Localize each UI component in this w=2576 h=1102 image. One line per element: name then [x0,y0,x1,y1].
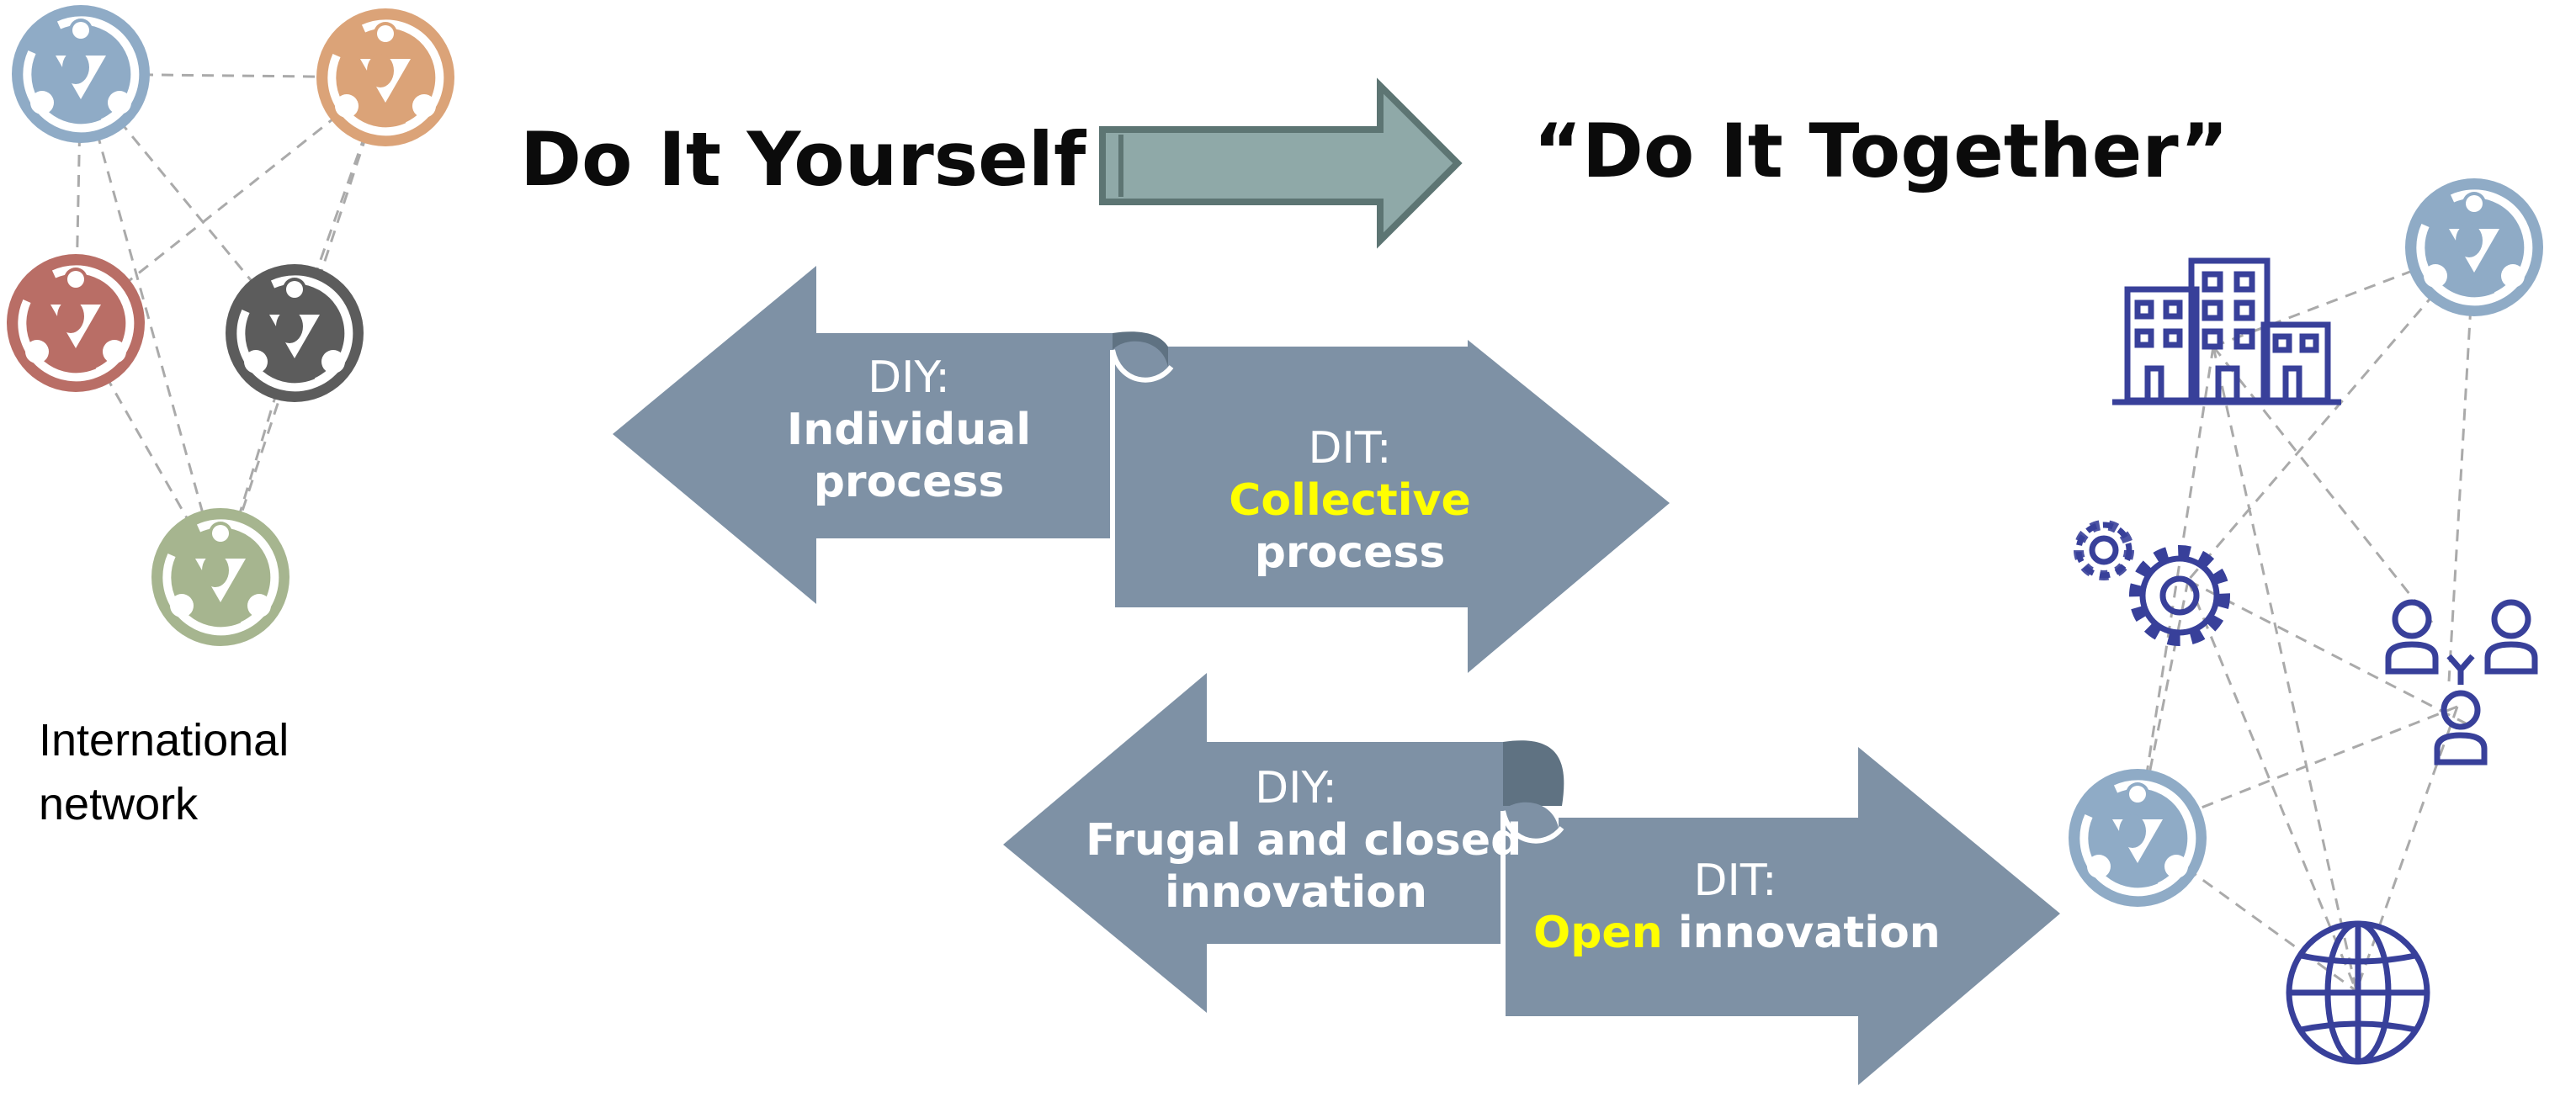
building-icon [2112,257,2341,405]
pair-2-left-line-2: Frugal and closed [1086,815,1522,866]
pair-1-left-line-1: DIY: [868,352,950,403]
diy-individual-process-label: DIY: Individual process [774,352,1044,508]
network-label-line-2: network [39,779,199,829]
diy-left-arrow-1 [613,266,1128,604]
dit-collective-process-label: DIT: Collective process [1215,422,1485,579]
pair-2-left-line-3: innovation [1165,867,1427,918]
pair-1-right-highlight: Collective [1229,475,1471,526]
pair-2-right-line-1: DIT: [1693,856,1777,906]
international-network-label: International network [39,708,289,836]
network-label-line-1: International [39,715,289,766]
fablab-node-green-icon [151,508,289,646]
pair-1-right-line-1: DIT: [1308,423,1392,474]
fablab-node-blue-icon [12,5,150,143]
diy-left-arrow-2 [1003,673,1518,1013]
fablab-node-orange-icon [316,8,454,146]
people-network-icon [2385,599,2538,766]
fold-shadow-2 [1503,740,1564,806]
diy-heading: Do It Yourself [520,116,1086,203]
pair-2-right-highlight: Open [1533,908,1663,958]
pair-1-left-line-2: Individual [786,405,1032,455]
diy-frugal-closed-innovation-label: DIY: Frugal and closed innovation [1086,762,1522,919]
pair-2-right-rest: innovation [1662,908,1941,958]
pair-1-arrows [613,266,1670,673]
pair-1-right-line-3: process [1254,527,1446,578]
dit-right-arrow-2 [1503,747,2060,1085]
fablab-node-dark-icon [226,264,364,402]
dit-open-innovation-label: DIT: Open innovation [1533,855,1941,959]
pair-1-left-line-3: process [813,457,1005,507]
dit-right-arrow-1 [1113,340,1670,673]
pair-2-arrows [1003,673,2060,1085]
transition-right-arrow-icon [1099,77,1463,249]
fablab-node-bottom-right-icon [2069,769,2207,907]
globe-icon [2286,920,2430,1065]
pair-2-right-line-2: Open innovation [1533,907,1941,959]
dit-heading: “Do It Together” [1533,108,2229,194]
gears-icon [2074,520,2230,646]
fablab-node-red-icon [7,254,145,392]
fablab-node-top-right-icon [2405,178,2543,316]
pair-2-left-line-1: DIY: [1255,763,1337,813]
